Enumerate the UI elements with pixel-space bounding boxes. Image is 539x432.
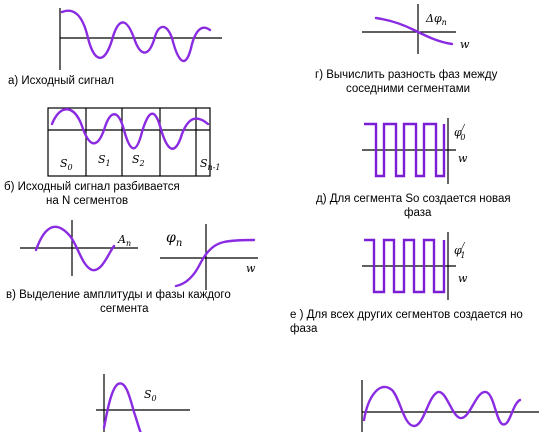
panel-e-phi1-label: φ/1	[454, 241, 466, 260]
panel-d-square-wave	[364, 122, 446, 178]
panel-v-phase-curve	[174, 238, 256, 288]
panel-d-phi0-label: φ/0	[454, 123, 466, 142]
panel-v-amp-label: An	[117, 233, 131, 248]
panel-bl-waveform	[102, 382, 142, 432]
panel-v-amp-waveform	[34, 225, 116, 272]
panel-v-phase-label: φn	[166, 230, 182, 249]
panel-e-square-wave	[364, 238, 446, 294]
panel-br-waveform	[362, 385, 522, 428]
caption-v-line2: сегмента	[100, 303, 149, 315]
caption-g-line2: соседними сегментами	[346, 83, 471, 95]
caption-b-line2: на N сегментов	[46, 195, 129, 207]
panel-a-waveform	[60, 9, 212, 63]
panel-g-w: w	[460, 38, 470, 51]
panel-b-segmented-signal: S0 S1 S2 Sn-1	[47, 107, 221, 177]
panel-bottom-right-signal	[361, 380, 539, 432]
panel-bl-label-s0: S0	[144, 388, 157, 403]
panel-v-amplitude-phase: An φn w	[20, 220, 258, 290]
panel-d-w: w	[458, 152, 468, 165]
panel-b-label-s2: S2	[132, 153, 145, 168]
panel-d-new-phase-s0: φ/0 w	[362, 118, 468, 184]
panel-b-waveform	[50, 108, 210, 150]
panel-e-new-phase-others: φ/1 w	[362, 232, 468, 300]
caption-b-line1: б) Исходный сигнал разбивается	[4, 181, 180, 193]
caption-g-line1: г) Вычислить разность фаз между	[315, 69, 498, 81]
caption-v-line1: в) Выделение амплитуды и фазы каждого	[6, 289, 231, 301]
panel-a-original-signal	[59, 8, 222, 70]
caption-d-line1: д) Для сегмента So создается новая	[316, 193, 511, 205]
panel-g-phase-difference: Δφn w	[362, 4, 470, 54]
caption-a: а) Исходный сигнал	[8, 75, 114, 87]
panel-g-curve	[374, 16, 454, 46]
caption-e-line2: фаза	[290, 323, 318, 335]
panel-g-dphi-label: Δφn	[425, 12, 447, 27]
caption-e-line1: е ) Для всех других сегментов создается …	[290, 309, 523, 321]
panel-b-label-s1: S1	[98, 153, 111, 168]
panel-b-label-s0: S0	[60, 157, 73, 172]
panel-e-w: w	[458, 272, 468, 285]
panel-v-phase-w: w	[246, 262, 256, 275]
panel-b-label-sn: Sn-1	[200, 157, 221, 172]
caption-d-line2: фаза	[404, 207, 432, 219]
panel-bottom-left-segment: S0	[96, 374, 190, 432]
panel-b-frame	[47, 107, 211, 177]
